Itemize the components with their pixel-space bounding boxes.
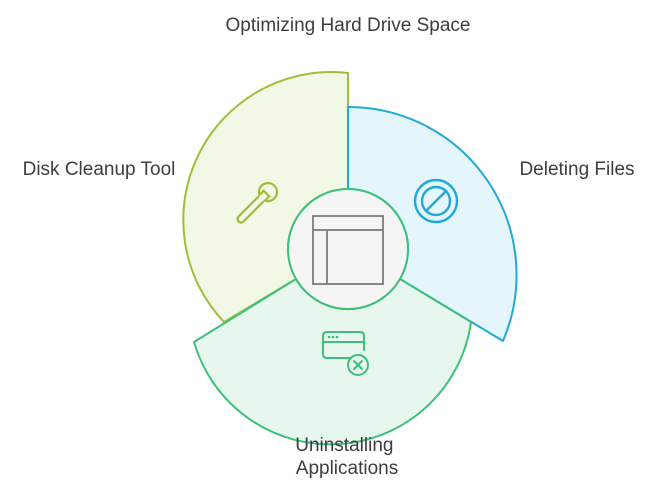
diagram-title: Optimizing Hard Drive Space — [226, 15, 471, 36]
center-hub-circle — [287, 188, 409, 310]
segment-uninstalling-apps-label-line-2: Applications — [296, 458, 398, 479]
layout-icon — [312, 215, 384, 285]
segment-deleting-files-label: Deleting Files — [519, 159, 634, 180]
no-entry-icon — [413, 178, 459, 224]
window-dots — [327, 335, 339, 339]
segment-uninstalling-apps-label: Uninstalling Applications — [295, 435, 399, 479]
window-remove-icon — [322, 331, 369, 376]
segment-disk-cleanup: Disk Cleanup Tool — [23, 71, 349, 323]
wrench-icon — [236, 181, 279, 224]
segment-deleting-files: Deleting Files — [347, 105, 635, 342]
center-hub — [287, 188, 409, 310]
segment-uninstalling-apps-label-line-1: Uninstalling — [295, 435, 393, 456]
segment-disk-cleanup-label: Disk Cleanup Tool — [23, 159, 176, 180]
segment-uninstalling-apps: Uninstalling Applications — [193, 278, 472, 479]
